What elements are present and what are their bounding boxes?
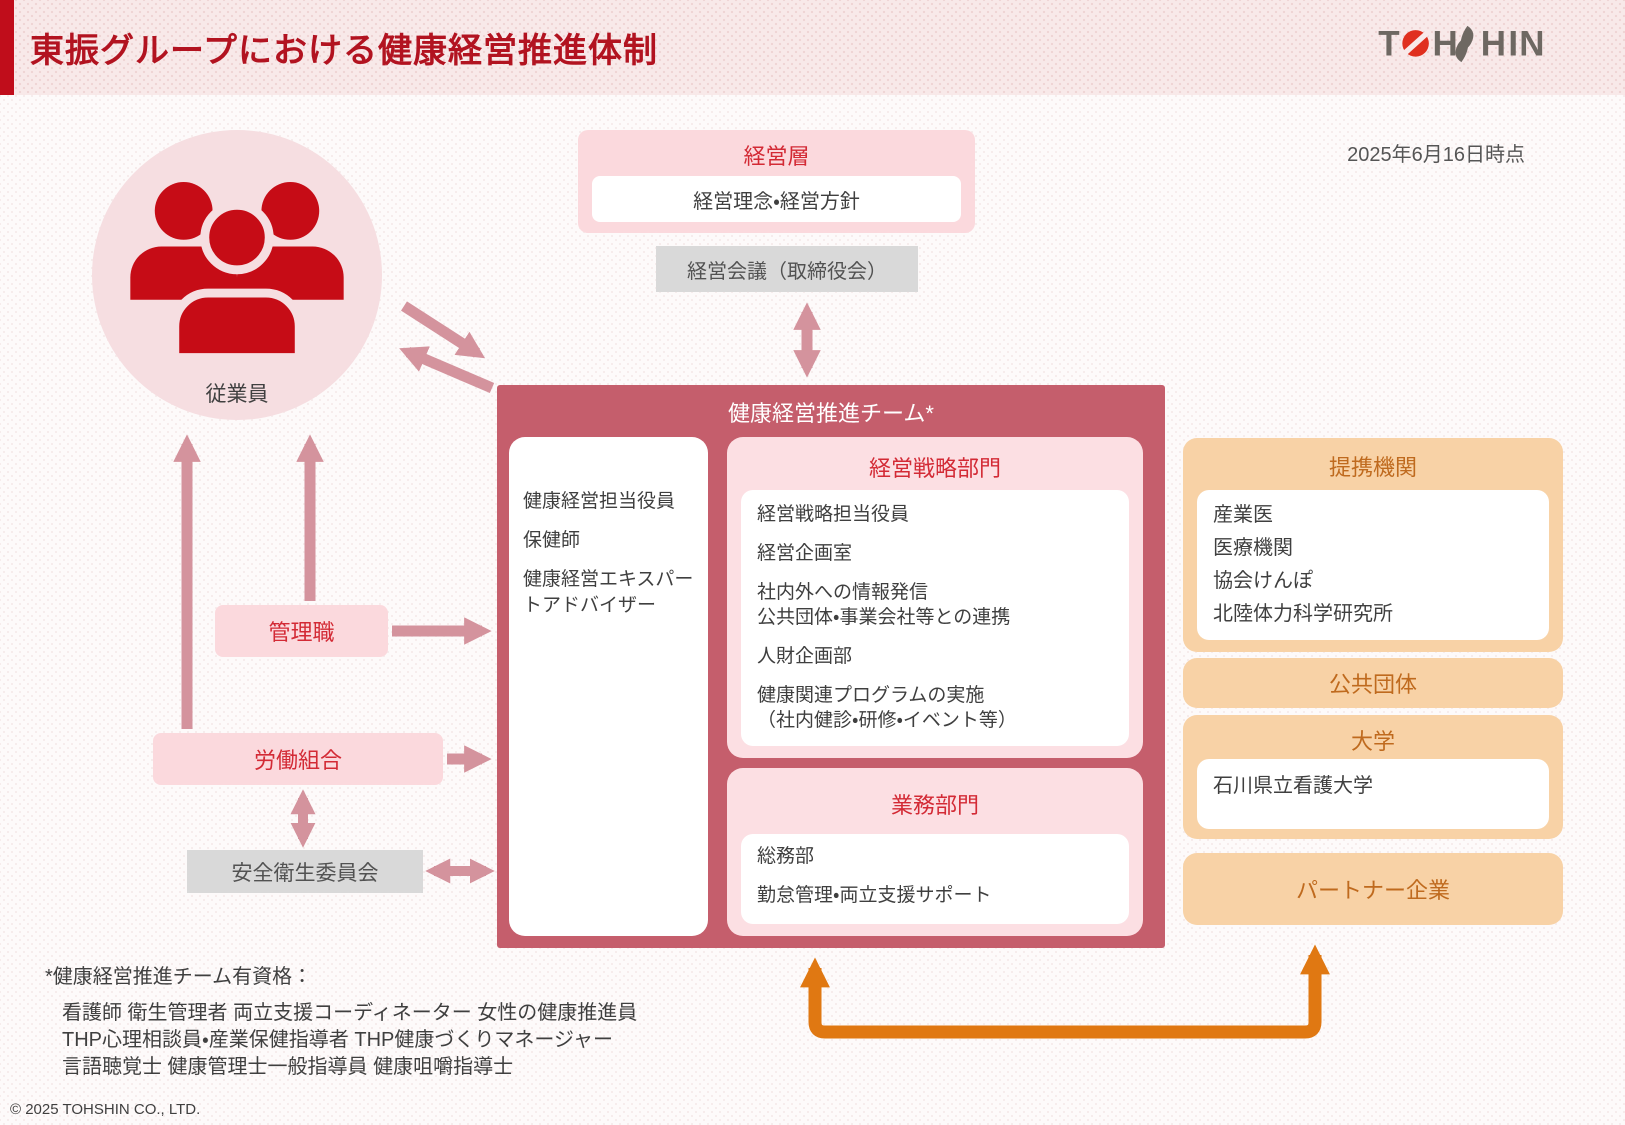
- page-title: 東振グループにおける健康経営推進体制: [30, 32, 658, 70]
- people-group-icon: [130, 182, 344, 362]
- copyright: © 2025 TOHSHIN CO., LTD.: [10, 1101, 201, 1118]
- promotion-team-title: 健康経営推進チーム*: [728, 401, 934, 426]
- employees-circle: 従業員: [92, 130, 382, 420]
- arrow-team-partner-companies: [800, 944, 1330, 1039]
- labor-union-box: 労働組合: [153, 733, 443, 785]
- staff-item: 保健師: [523, 530, 581, 551]
- dept-item: 経営戦略担当役員: [757, 504, 910, 525]
- management-philosophy-box: 経営理念・経営方針: [592, 176, 961, 222]
- operations-dept-panel: 業務部門 総務部 勤怠管理・両立支援サポート: [727, 768, 1143, 936]
- footnote-lines: 看護師 衛生管理者 両立支援コーディネーター 女性の健康推進員 THP心理相談員…: [62, 1000, 637, 1081]
- footnote-title: *健康経営推進チーム有資格：: [45, 966, 313, 988]
- strategy-dept-title: 経営戦略部門: [868, 456, 1001, 481]
- dept-item: 人財企画部: [757, 646, 853, 667]
- logo-o-swirl-icon: [1401, 30, 1430, 57]
- team-staff-panel: 健康経営担当役員 保健師 健康経営エキスパートアドバイザー: [509, 437, 708, 936]
- public-organizations-box: 公共団体: [1183, 658, 1563, 708]
- svg-text:H: H: [1481, 24, 1506, 63]
- arrow-employees-to-team: [401, 301, 486, 359]
- partner-companies-box: パートナー企業: [1183, 853, 1563, 925]
- management-layer-title: 経営層: [743, 144, 810, 169]
- header-band: 東振グループにおける健康経営推進体制 T H H I N: [0, 0, 1625, 95]
- management-layer-box: 経営層 経営理念・経営方針: [578, 130, 975, 233]
- promotion-team-box: 健康経営推進チーム* 健康経営担当役員 保健師 健康経営エキスパートアドバイザー…: [497, 385, 1165, 948]
- tohshin-logo: T H H I N: [1378, 24, 1544, 63]
- svg-text:T: T: [1378, 24, 1399, 63]
- employees-label: 従業員: [205, 383, 269, 406]
- logo-s-flame-icon: [1455, 25, 1474, 63]
- affiliate-item: 協会けんぽ: [1213, 570, 1313, 592]
- partner-companies-title: パートナー企業: [1295, 878, 1450, 903]
- board-meeting-box: 経営会議（取締役会）: [656, 246, 918, 292]
- university-item: 石川県立看護大学: [1197, 759, 1549, 829]
- dept-item: 社内外への情報発信 公共団体・事業会社等との連携: [757, 582, 1011, 628]
- dept-item: 健康関連プログラムの実施 （社内健診・研修・イベント等）: [757, 685, 1017, 731]
- svg-text:H: H: [1432, 24, 1457, 63]
- staff-item: 健康経営担当役員: [523, 491, 676, 512]
- as-of-date: 2025年6月16日時点: [1347, 144, 1525, 166]
- svg-text:I: I: [1508, 24, 1518, 63]
- svg-text:N: N: [1519, 24, 1544, 63]
- dept-item: 勤怠管理・両立支援サポート: [757, 885, 992, 906]
- affiliate-item: 北陸体力科学研究所: [1213, 603, 1393, 625]
- affiliated-institutions-items: 産業医 医療機関 協会けんぽ 北陸体力科学研究所: [1197, 490, 1549, 640]
- safety-committee-box: 安全衛生委員会: [187, 850, 423, 893]
- managers-box: 管理職: [215, 605, 388, 657]
- public-organizations-title: 公共団体: [1328, 672, 1417, 697]
- operations-dept-title: 業務部門: [890, 793, 979, 818]
- dept-item: 経営企画室: [757, 543, 853, 564]
- affiliate-item: 医療機関: [1213, 537, 1293, 559]
- footnote-line: THP心理相談員・産業保健指導者 THP健康づくりマネージャー: [62, 1029, 613, 1051]
- strategy-dept-items: 経営戦略担当役員 経営企画室 社内外への情報発信 公共団体・事業会社等との連携 …: [741, 490, 1129, 746]
- affiliate-item: 産業医: [1213, 504, 1273, 526]
- footnote-line: 言語聴覚士 健康管理士一般指導員 健康咀嚼指導士: [62, 1056, 514, 1078]
- strategy-dept-panel: 経営戦略部門 経営戦略担当役員 経営企画室 社内外への情報発信 公共団体・事業会…: [727, 437, 1143, 758]
- staff-item: 健康経営エキスパートアドバイザー: [523, 569, 694, 616]
- affiliated-institutions-title: 提携機関: [1328, 455, 1417, 480]
- affiliated-institutions-box: 提携機関 産業医 医療機関 協会けんぽ 北陸体力科学研究所: [1183, 438, 1563, 652]
- accent-bar: [0, 0, 14, 95]
- footnote-line: 看護師 衛生管理者 両立支援コーディネーター 女性の健康推進員: [62, 1002, 638, 1024]
- dept-item: 総務部: [757, 846, 815, 867]
- operations-dept-items: 総務部 勤怠管理・両立支援サポート: [741, 834, 1129, 924]
- university-box: 大学 石川県立看護大学: [1183, 715, 1563, 839]
- arrow-team-to-employees: [399, 346, 495, 394]
- university-title: 大学: [1350, 729, 1395, 754]
